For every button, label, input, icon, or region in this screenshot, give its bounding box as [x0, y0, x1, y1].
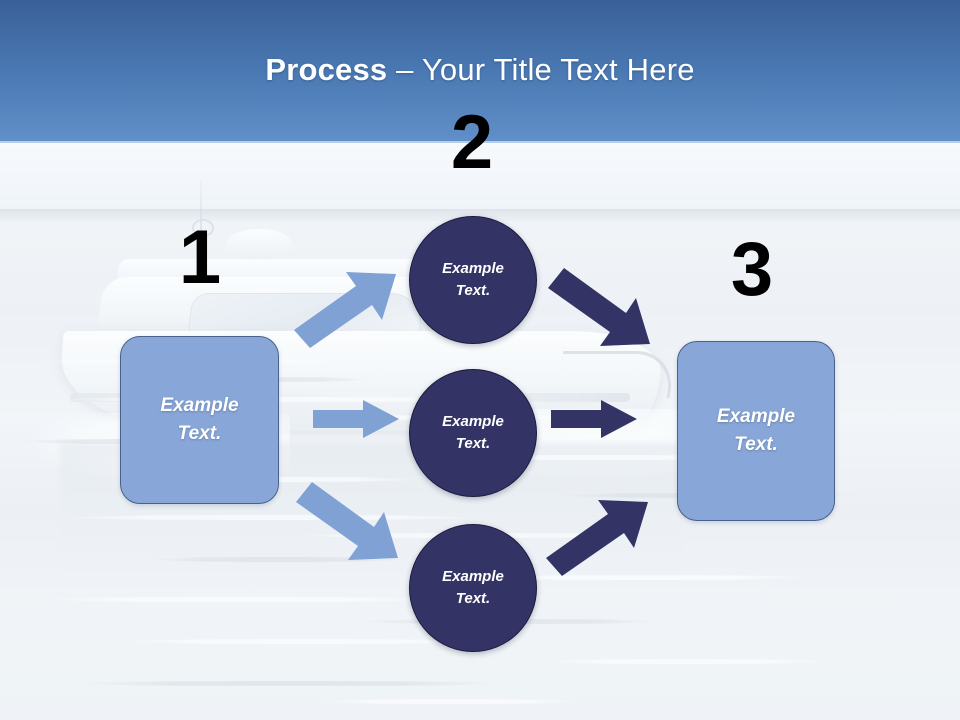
water-ripple-line — [480, 575, 810, 580]
water-ripple-line — [540, 659, 830, 664]
water-ripple-line — [320, 699, 580, 704]
banner-underline — [0, 141, 960, 143]
title-banner: Process – Your Title Text Here — [0, 0, 960, 143]
step-3-box-label-line2: Text. — [734, 434, 778, 455]
step-2-circle-bottom-label-line1: Example — [442, 568, 504, 585]
step-2-circle-middle-label-line1: Example — [442, 413, 504, 430]
arrow-left-to-circle-bottom — [296, 482, 406, 580]
step-1-box-label-line2: Text. — [177, 423, 222, 444]
water-ripple-line — [60, 515, 480, 520]
arrow-left-to-circle-mid — [313, 400, 399, 438]
arrow-left-to-circle-top — [294, 268, 404, 348]
step-2-circle-bottom-label-line2: Text. — [455, 590, 491, 607]
water-ripple-line — [150, 557, 410, 562]
arrow-circle-top-to-right — [548, 268, 658, 363]
step-2-circle-top-label-line1: Example — [442, 260, 504, 277]
page-title-strong: Process — [265, 52, 388, 87]
step-number-1: 1 — [178, 215, 222, 300]
page-title-light: – Your Title Text Here — [387, 52, 695, 87]
step-number-3: 3 — [730, 227, 774, 312]
arrow-circle-bottom-to-right — [546, 498, 656, 578]
page-title: Process – Your Title Text Here — [0, 50, 960, 90]
step-number-2: 2 — [450, 100, 494, 185]
water-ripple-line — [120, 639, 480, 644]
boat-antenna-icon — [192, 219, 214, 237]
step-1-box-label-line1: Example — [160, 395, 239, 416]
arrow-circle-mid-to-right — [551, 400, 637, 438]
step-3-box-label-line1: Example — [716, 406, 796, 427]
water-ripple-line — [420, 455, 780, 460]
step-2-circle-middle-label-line2: Text. — [455, 435, 491, 452]
water-ripple-line — [80, 681, 500, 686]
boat-radar-dome — [226, 229, 292, 259]
step-2-circle-top-label-line2: Text. — [455, 282, 491, 299]
water-ripple-line — [40, 597, 440, 602]
